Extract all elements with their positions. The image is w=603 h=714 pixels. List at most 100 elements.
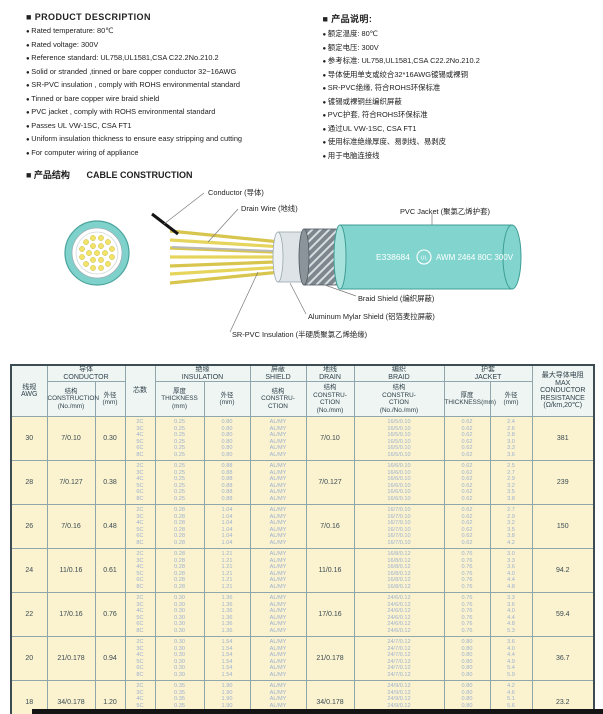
drain-wire-label: Drain Wire (地线): [241, 204, 298, 213]
header-conductor-construction: 结构 CONSTRUCTION (No./mm): [46, 381, 99, 418]
pvc-jacket-layer: E338684 UL AWM 2464 80C 300V: [333, 224, 522, 290]
drain-cell: 34/0.178: [305, 680, 355, 714]
resistance-cell: 94.2: [531, 548, 595, 594]
cross-section-strands: [79, 235, 115, 271]
header-jacket-od: 外径 (mm): [489, 381, 533, 418]
description-section: ■ PRODUCT DESCRIPTION Rated temperature:…: [0, 0, 603, 163]
conductor-label: Conductor (导体): [208, 188, 264, 197]
header-awg: 线规 AWG: [10, 364, 48, 418]
mylar-shield-label: Aluminum Mylar Shield (铝箔麦拉屏蔽): [308, 312, 435, 321]
table-row: 1834/0.1781.202C3C4C5C6C8C0.350.350.350.…: [10, 680, 595, 714]
header-drain-construction: 结构 CONSTRU- CTION (No./mm): [305, 381, 355, 418]
header-conductor-od: 外径 (mm): [94, 381, 126, 418]
resistance-cell: 23.2: [531, 680, 595, 714]
bullet-item: Solid or stranded ,tinned or bare copper…: [26, 66, 301, 80]
construction-cell: 17/0.16: [46, 592, 96, 638]
header-cores: 芯数: [124, 364, 156, 418]
od-cell: 0.48: [94, 504, 126, 550]
bullet-item: PVC jacket , comply with ROHS environmen…: [26, 106, 301, 120]
construction-cell: 7/0.127: [46, 460, 96, 506]
bullet-item: PVC护套, 符合ROHS环保标准: [323, 109, 598, 123]
drain-cell: 7/0.127: [305, 460, 355, 506]
bullet-item: 导体使用单支或绞合32*16AWG镀锡或裸铜: [323, 69, 598, 83]
sr-pvc-insulation-label: SR-PVC Insulation (半硬质聚氯乙烯绝缘): [232, 330, 368, 339]
construction-section-title: ■ 产品结构 CABLE CONSTRUCTION: [26, 168, 603, 181]
resistance-cell: 36.7: [531, 636, 595, 682]
cross-section-icon: [64, 220, 130, 286]
drain-cell: 11/0.16: [305, 548, 355, 594]
awg-cell: 22: [10, 592, 48, 638]
leader-lines: [163, 192, 433, 333]
construction-cell: 11/0.16: [46, 548, 96, 594]
header-ins-od: 外径 (mm): [203, 381, 251, 418]
header-jacket-thickness: 厚度 THICKNESS(mm): [443, 381, 496, 418]
bullet-item: Tinned or bare copper wire braid shield: [26, 93, 301, 107]
braid-shield-label: Braid Shield (编织屏蔽): [358, 294, 435, 303]
bullet-item: Uniform insulation thickness to ensure e…: [26, 133, 301, 147]
od-cell: 0.94: [94, 636, 126, 682]
bullet-item: Passes UL VW-1SC, CSA FT1: [26, 120, 301, 134]
bullet-item: For computer wiring of appliance: [26, 147, 301, 161]
construction-cell: 7/0.10: [46, 416, 96, 462]
ins_thickness-cell: 0.350.350.350.350.350.35: [154, 680, 205, 714]
header-ins-thickness: 厚度 THICKNESS (mm): [154, 381, 205, 418]
bullet-item: SR-PVC绝缘, 符合ROHS环保标准: [323, 82, 598, 96]
header-resistance: 最大导体电阻 MAX CONDUCTOR RESISTANCE (Ω/km,20…: [531, 364, 595, 418]
header-jacket-group: 护套 JACKET: [443, 364, 533, 383]
header-braid-construction: 结构 CONSTRU- CTION (No./No./mm): [353, 381, 445, 418]
header-shield-construction: 结构 CONSTRU- CTION: [249, 381, 307, 418]
spec-table: 线规 AWG 导体 CONDUCTOR 芯数 绝缘 INSULATION 屏蔽 …: [10, 364, 595, 714]
cable-construction-diagram: E338684 UL AWM 2464 80C 300V Conductor (…: [0, 184, 603, 356]
bullet-item: 额定电压: 300V: [323, 42, 598, 56]
bullet-item: 额定温度: 80℃: [323, 28, 598, 42]
product-description-title: ■ PRODUCT DESCRIPTION: [26, 12, 151, 22]
jacket-print-cert: E338684: [376, 252, 410, 262]
bullet-item: 参考标准: UL758,UL1581,CSA C22.2No.210.2: [323, 55, 598, 69]
bullet-item: 使用标准绝缘厚度、易剥线、易剥皮: [323, 136, 598, 150]
page-edge-bar: [32, 709, 603, 714]
drain-cell: 7/0.16: [305, 504, 355, 550]
bullet-item: 用于电脑连接线: [323, 150, 598, 164]
drain-cell: 7/0.10: [305, 416, 355, 462]
od-cell: 0.76: [94, 592, 126, 638]
construction-cell: 21/0.178: [46, 636, 96, 682]
resistance-cell: 239: [531, 460, 595, 506]
od-cell: 0.38: [94, 460, 126, 506]
bullet-item: Rated temperature: 80℃: [26, 25, 301, 39]
header-conductor-group: 导体 CONDUCTOR: [46, 364, 126, 383]
